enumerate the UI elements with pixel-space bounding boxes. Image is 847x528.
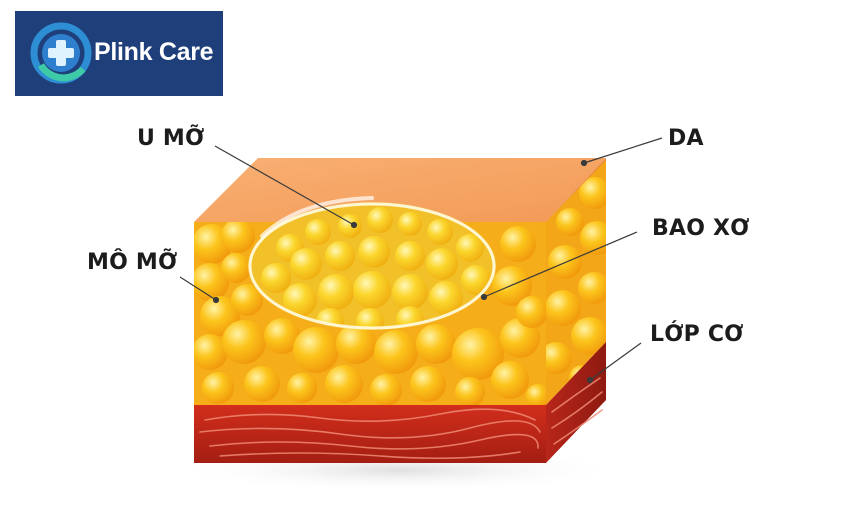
label-fat-tissue: MÔ MỠ <box>87 250 178 275</box>
fibrous-capsule <box>248 202 496 330</box>
label-muscle-layer: LỚP CƠ <box>650 322 744 347</box>
leader-lines <box>179 137 663 384</box>
brand-name: Plink Care <box>94 38 214 66</box>
skin-top <box>194 158 606 222</box>
muscle-layer <box>194 342 606 463</box>
lipoma <box>248 196 496 330</box>
medical-cross-icon <box>30 22 92 84</box>
brand-logo: Plink Care <box>15 11 223 96</box>
label-fibrous-capsule: BAO XƠ <box>652 216 750 241</box>
label-lipoma: U MỠ <box>137 126 205 151</box>
fat-side-face <box>546 160 606 405</box>
label-skin: DA <box>668 126 704 151</box>
